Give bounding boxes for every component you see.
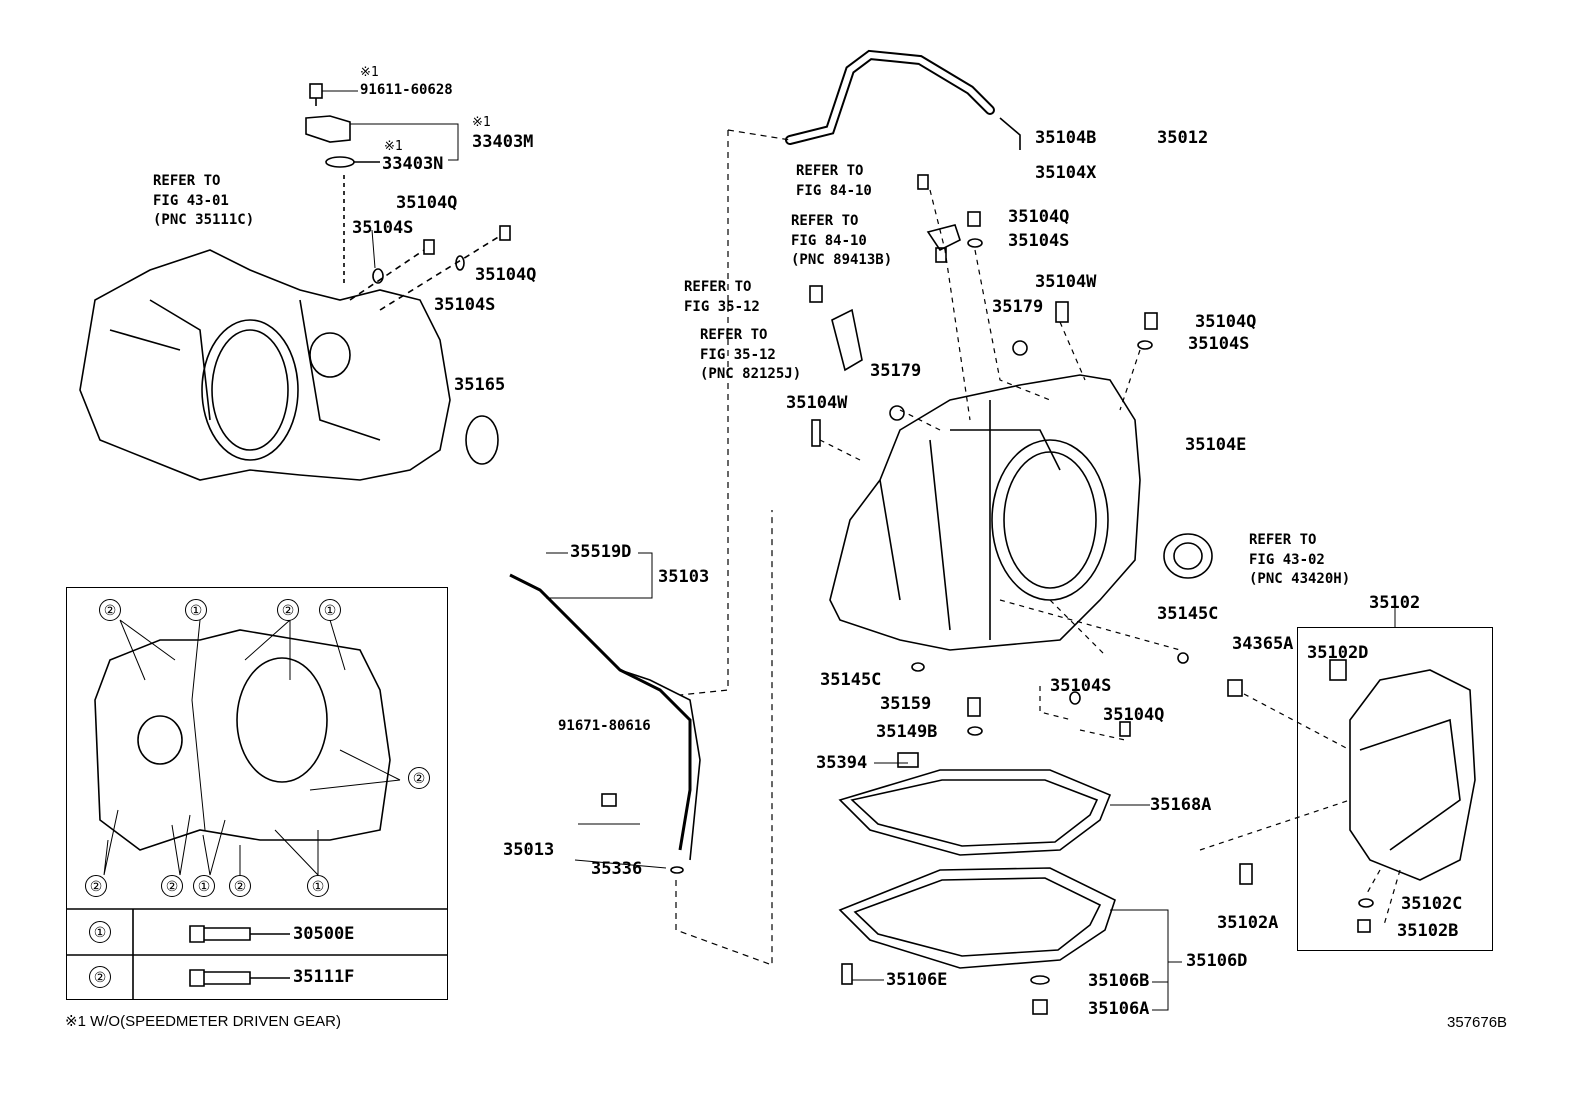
table-key-1: ① bbox=[89, 921, 111, 943]
inset-detail-box bbox=[66, 587, 448, 1000]
transaxle-case-left bbox=[79, 249, 499, 481]
part-label[interactable]: 35104W bbox=[1035, 272, 1097, 292]
part-label[interactable]: 35104E bbox=[1185, 435, 1247, 455]
callout-bolt-2: ② bbox=[85, 875, 107, 897]
part-label[interactable]: 35104Q bbox=[475, 265, 537, 285]
inset-case-drawing bbox=[66, 619, 448, 1000]
transaxle-housing-right bbox=[819, 374, 1213, 664]
note-mark: ※1 bbox=[384, 139, 403, 154]
part-label[interactable]: 35145C bbox=[1157, 604, 1219, 624]
part-label[interactable]: 35104W bbox=[786, 393, 848, 413]
part-label[interactable]: 35106D bbox=[1186, 951, 1248, 971]
callout-bolt-1: ① bbox=[319, 599, 341, 621]
part-label[interactable]: 35104S bbox=[434, 295, 496, 315]
callout-bolt-2: ② bbox=[277, 599, 299, 621]
part-label[interactable]: 35104Q bbox=[1008, 207, 1070, 227]
callout-bolt-2: ② bbox=[161, 875, 183, 897]
part-label[interactable]: 35102D bbox=[1307, 643, 1369, 663]
note-mark: ※1 bbox=[472, 115, 491, 130]
part-label[interactable]: 35149B bbox=[876, 722, 938, 742]
part-label[interactable]: 35179 bbox=[870, 361, 922, 381]
part-label[interactable]: 35519D bbox=[570, 542, 632, 562]
part-label[interactable]: 35106A bbox=[1088, 999, 1150, 1019]
part-label[interactable]: 35104Q bbox=[1195, 312, 1257, 332]
part-label[interactable]: 35336 bbox=[591, 859, 643, 879]
part-label[interactable]: 35104S bbox=[1008, 231, 1070, 251]
part-label[interactable]: 35104B bbox=[1035, 128, 1097, 148]
sensor-parts bbox=[809, 174, 1158, 768]
callout-bolt-2: ② bbox=[99, 599, 121, 621]
footnote: ※1 W/O(SPEEDMETER DRIVEN GEAR) bbox=[65, 1013, 341, 1030]
part-label[interactable]: 35168A bbox=[1150, 795, 1212, 815]
part-label[interactable]: 35102 bbox=[1369, 593, 1421, 613]
callout-bolt-1: ① bbox=[185, 599, 207, 621]
speedometer-gear-parts bbox=[305, 83, 511, 311]
callout-bolt-1: ① bbox=[193, 875, 215, 897]
part-label[interactable]: 35103 bbox=[658, 567, 710, 587]
part-label[interactable]: 35165 bbox=[454, 375, 506, 395]
part-label[interactable]: 35104X bbox=[1035, 163, 1097, 183]
oil-pan-and-gasket bbox=[838, 762, 1182, 1015]
part-label[interactable]: 35102A bbox=[1217, 913, 1279, 933]
part-label[interactable]: 35104S bbox=[1050, 676, 1112, 696]
part-label[interactable]: 35102B bbox=[1397, 921, 1459, 941]
note-mark: ※1 bbox=[360, 65, 379, 80]
part-label[interactable]: 35179 bbox=[992, 297, 1044, 317]
part-label[interactable]: 35013 bbox=[503, 840, 555, 860]
part-label[interactable]: 35106B bbox=[1088, 971, 1150, 991]
part-label[interactable]: 35106E bbox=[886, 970, 948, 990]
extension-housing-assy-box bbox=[1297, 627, 1493, 951]
part-label[interactable]: 35159 bbox=[880, 694, 932, 714]
callout-bolt-2: ② bbox=[408, 767, 430, 789]
part-label[interactable]: 35102C bbox=[1401, 894, 1463, 914]
table-part-35111F[interactable]: 35111F bbox=[293, 967, 355, 987]
oil-level-gauge-and-tube bbox=[509, 49, 1021, 966]
part-label[interactable]: 35145C bbox=[820, 670, 882, 690]
part-label[interactable]: 35394 bbox=[816, 753, 868, 773]
part-label[interactable]: 33403N bbox=[382, 154, 444, 174]
part-label[interactable]: 35012 bbox=[1157, 128, 1209, 148]
part-label[interactable]: 91671-80616 bbox=[558, 718, 651, 734]
table-part-30500E[interactable]: 30500E bbox=[293, 924, 355, 944]
diagram-id: 357676B bbox=[1447, 1014, 1508, 1031]
callout-bolt-2: ② bbox=[229, 875, 251, 897]
part-label[interactable]: 35104S bbox=[352, 218, 414, 238]
part-label[interactable]: 35104Q bbox=[1103, 705, 1165, 725]
part-label[interactable]: 91611-60628 bbox=[360, 82, 453, 98]
part-label[interactable]: 33403M bbox=[472, 132, 534, 152]
part-label[interactable]: 35104S bbox=[1188, 334, 1250, 354]
part-label[interactable]: 35104Q bbox=[396, 193, 458, 213]
table-key-2: ② bbox=[89, 966, 111, 988]
part-label[interactable]: 34365A bbox=[1232, 634, 1294, 654]
callout-bolt-1: ① bbox=[307, 875, 329, 897]
extension-housing bbox=[1199, 608, 1476, 933]
